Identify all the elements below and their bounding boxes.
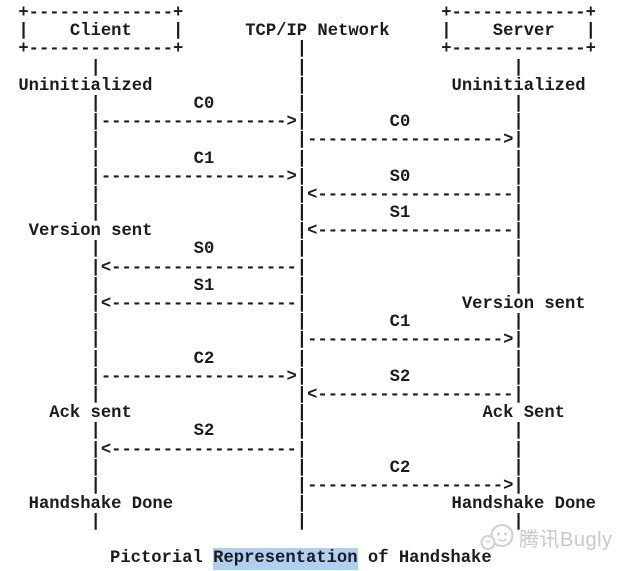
diagram-line-9: |------------------>| S0 |: [8, 167, 524, 187]
diagram-line-1: | Client | TCP/IP Network | Server |: [8, 22, 596, 42]
diagram-line-15: | S1 | |: [8, 276, 524, 296]
diagram-line-21: | |<-------------------|: [8, 385, 524, 405]
diagram-line-4: Uninitialized | Uninitialized: [8, 76, 586, 96]
diagram-line-24: |<------------------| |: [8, 440, 524, 460]
diagram-line-27: Handshake Done | Handshake Done: [8, 495, 596, 515]
diagram-line-22: Ack sent | Ack Sent: [8, 404, 565, 424]
diagram-line-28: | | |: [8, 513, 524, 533]
diagram-line-25: | | C2 |: [8, 458, 524, 478]
diagram-line-12: Version sent |<-------------------|: [8, 222, 524, 242]
caption-prefix: Pictorial: [110, 549, 214, 568]
diagram-line-2: +--------------+ | +-------------+: [8, 40, 596, 60]
diagram-line-11: | | S1 |: [8, 204, 524, 224]
diagram-line-16: |<------------------| Version sent: [8, 295, 586, 314]
bugly-watermark: 腾讯Bugly: [477, 522, 613, 557]
diagram-line-10: | |<-------------------|: [8, 185, 524, 205]
watermark-text: 腾讯Bugly: [519, 528, 613, 551]
diagram-line-19: | C2 | |: [8, 349, 524, 369]
diagram-line-18: | |------------------->|: [8, 331, 524, 351]
diagram-line-23: | S2 | |: [8, 422, 524, 442]
diagram-line-8: | C1 | |: [8, 149, 524, 169]
diagram-caption: Pictorial Representation of Handshake: [110, 548, 492, 570]
diagram-line-20: |------------------>| S2 |: [8, 367, 524, 387]
diagram-line-5: | C0 | |: [8, 94, 524, 114]
diagram-line-13: | S0 | |: [8, 240, 524, 260]
diagram-line-7: | |------------------->|: [8, 131, 524, 151]
ascii-sequence-diagram: +--------------+ +-------------+ | Clien…: [8, 4, 596, 533]
diagram-line-26: | |------------------->|: [8, 476, 524, 496]
diagram-line-14: |<------------------| |: [8, 258, 524, 278]
diagram-line-0: +--------------+ +-------------+: [8, 4, 596, 23]
caption-highlighted-word: Representation: [213, 548, 358, 570]
caption-suffix: of Handshake: [357, 549, 492, 568]
diagram-line-6: |------------------>| C0 |: [8, 113, 524, 133]
diagram-line-17: | | C1 |: [8, 313, 524, 333]
bugly-logo-icon: [477, 522, 518, 557]
diagram-line-3: | | |: [8, 58, 524, 78]
